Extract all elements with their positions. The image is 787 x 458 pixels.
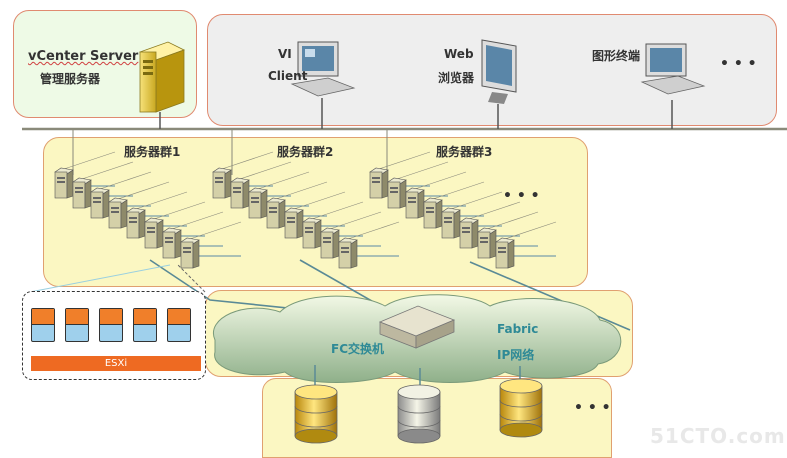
server-icon: [387, 177, 407, 209]
switch-label: FC交换机: [331, 342, 385, 356]
web-browser-monitor-icon: [481, 39, 517, 104]
server-icon: [302, 217, 322, 249]
vi-client-label-2: Client: [268, 69, 308, 83]
esxi-callout-line: [177, 264, 206, 293]
vcenter-subtitle: 管理服务器: [40, 72, 101, 86]
server-icon: [144, 217, 164, 249]
storage-more: • • •: [574, 400, 611, 416]
vm-box: [133, 308, 157, 342]
san-cable-3: [469, 261, 631, 331]
vm-row: [31, 308, 201, 342]
vi-client-pc-icon: [290, 41, 356, 97]
cluster-1-label: 服务器群1: [124, 145, 181, 159]
terminal-label: 图形终端: [592, 49, 641, 63]
server-icon: [284, 207, 304, 239]
vm-box: [31, 308, 55, 342]
server-icon: [459, 217, 479, 249]
web-label-1: Web: [444, 47, 474, 61]
server-icon: [230, 177, 250, 209]
clients-more: • • •: [720, 56, 757, 72]
server-cluster-3: [369, 151, 557, 269]
fc-switch-icon: [378, 305, 456, 349]
cluster-3-label: 服务器群3: [436, 145, 493, 159]
vm-box: [65, 308, 89, 342]
cluster-2-label: 服务器群2: [277, 145, 334, 159]
server-icon: [495, 237, 515, 269]
storage-disk-icon: [499, 378, 543, 438]
server-icon: [126, 207, 146, 239]
vm-box: [167, 308, 191, 342]
server-icon: [320, 227, 340, 259]
vm-box: [99, 308, 123, 342]
esxi-bar: ESXi: [31, 356, 201, 371]
web-label-2: 浏览器: [438, 71, 475, 85]
server-icon: [369, 167, 389, 199]
storage-disk-icon: [397, 384, 441, 444]
esxi-host-callout: ESXi: [22, 291, 206, 380]
server-icon: [72, 177, 92, 209]
architecture-diagram: [22, 39, 787, 444]
server-icon: [54, 167, 74, 199]
server-icon: [423, 197, 443, 229]
server-icon: [441, 207, 461, 239]
server-icon: [212, 167, 232, 199]
server-icon: [266, 197, 286, 229]
server-icon: [162, 227, 182, 259]
server-icon: [405, 187, 425, 219]
vcenter-title: vCenter Server: [28, 49, 139, 64]
watermark: 51CTO.com: [650, 424, 786, 448]
storage-disk-icon: [294, 384, 338, 444]
server-icon: [180, 237, 200, 269]
server-icon: [90, 187, 110, 219]
vi-client-label-1: VI: [278, 47, 292, 61]
fabric-label: Fabric: [497, 322, 539, 336]
server-icon: [248, 187, 268, 219]
server-icon: [338, 237, 358, 269]
server-cluster-2: [212, 151, 400, 269]
esxi-label: ESXi: [104, 358, 128, 369]
esxi-callout-line-2: [29, 264, 171, 293]
clusters-more: • • •: [503, 188, 540, 204]
server-icon: [108, 197, 128, 229]
server-tower-icon: [138, 41, 186, 113]
ip-network-label: IP网络: [497, 348, 535, 362]
server-icon: [477, 227, 497, 259]
server-cluster-1: [54, 151, 242, 269]
graphic-terminal-pc-icon: [640, 43, 706, 95]
